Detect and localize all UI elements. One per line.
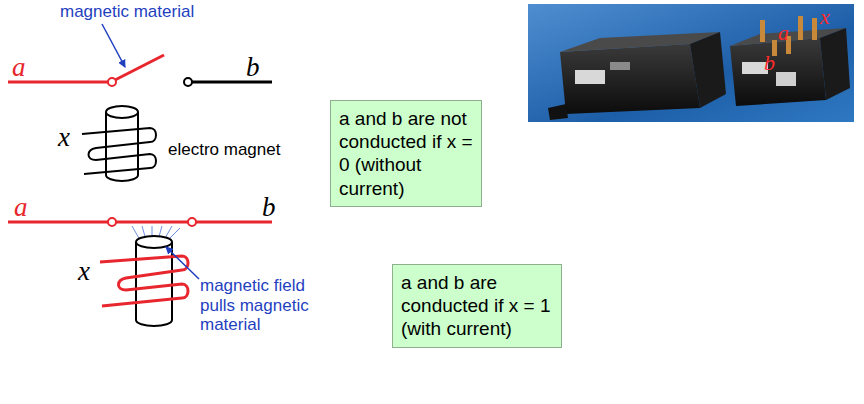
- terminal-name: b: [262, 192, 276, 223]
- signal-name: x: [58, 122, 70, 153]
- callout-text: magnetic field pulls magnetic material: [200, 276, 330, 335]
- terminal-name: b: [764, 50, 775, 75]
- terminal-name: x: [820, 4, 830, 29]
- terminal-name: b: [246, 52, 260, 83]
- note-text: a and b are not conducted if x = 0 (with…: [339, 107, 473, 200]
- note-box: a and b are not conducted if x = 0 (with…: [330, 100, 482, 207]
- signal-name: x: [78, 256, 90, 287]
- part-label: electro magnet: [168, 140, 280, 160]
- terminal-name: a: [12, 52, 26, 83]
- terminal-name: a: [778, 20, 789, 45]
- note-box: a and b are conducted if x = 1 (with cur…: [392, 264, 562, 348]
- part-label: magnetic material: [60, 2, 194, 22]
- note-text: a and b are conducted if x = 1 (with cur…: [401, 271, 553, 341]
- terminal-name: a: [14, 192, 28, 223]
